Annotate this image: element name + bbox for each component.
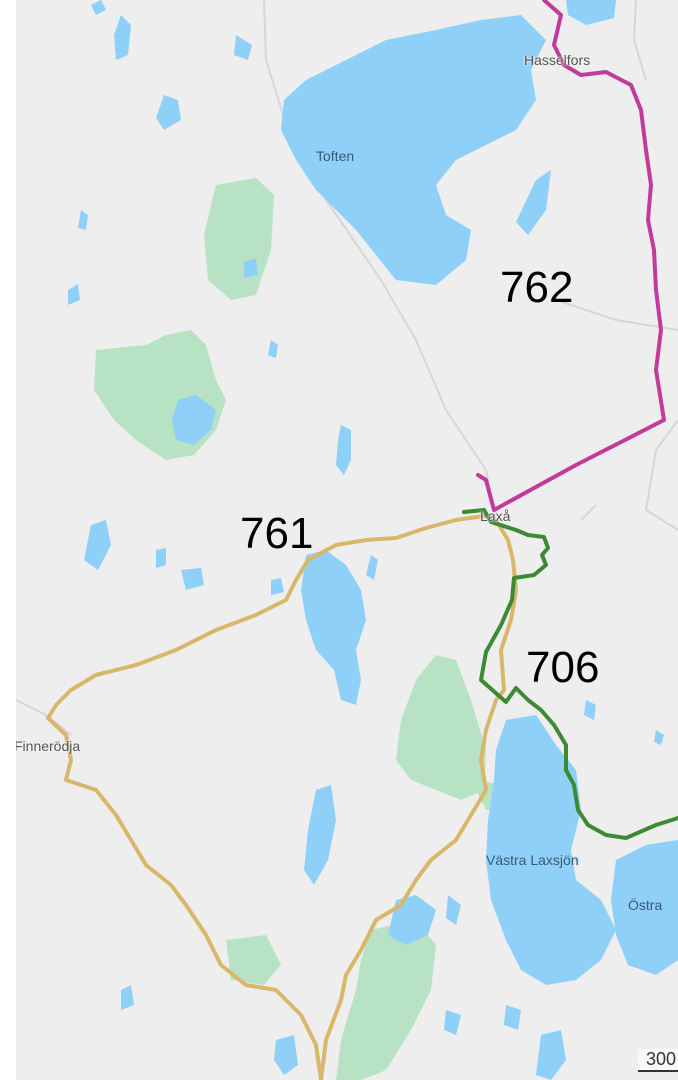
place-label-finnerodja: Finnerödja — [16, 738, 81, 754]
route-762-line[interactable] — [476, 0, 666, 512]
lake-label-toften: Toften — [316, 148, 355, 164]
lake-toften — [281, 15, 546, 285]
lake-label-vastra-laxsjon: Västra Laxsjön — [486, 852, 579, 868]
place-label-laxa: Laxå — [480, 508, 511, 524]
route-label-761: 761 — [240, 509, 314, 558]
route-706-line[interactable] — [462, 508, 678, 840]
lake-vastra-laxsjon — [486, 715, 616, 985]
place-label-hasselfors: Hasselfors — [524, 52, 591, 68]
minor-roads — [16, 0, 678, 736]
scale-bar: 300 — [637, 1049, 678, 1072]
lake-label-ostra: Östra — [628, 897, 663, 913]
forest-areas — [94, 178, 508, 1080]
lakes — [68, 0, 678, 1080]
route-label-706: 706 — [526, 643, 600, 692]
map-layer — [16, 0, 678, 1080]
route-label-762: 762 — [500, 263, 574, 312]
map-canvas[interactable]: Hasselfors Toften Laxå Finnerödja Västra… — [16, 0, 678, 1080]
route-761-line[interactable] — [46, 514, 518, 1080]
